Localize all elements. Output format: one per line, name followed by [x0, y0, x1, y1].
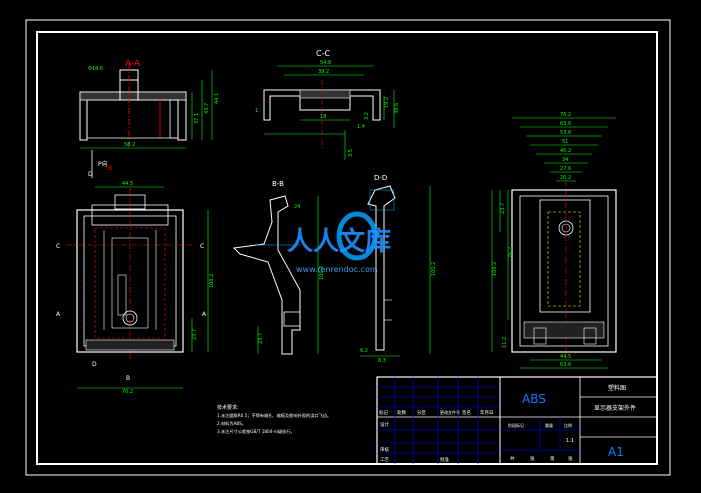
svg-text:39.2: 39.2 [318, 69, 329, 75]
svg-text:100.2: 100.2 [209, 274, 215, 288]
svg-text:D: D [88, 171, 93, 178]
svg-text:23.7: 23.7 [258, 333, 264, 344]
svg-text:100.2: 100.2 [319, 266, 325, 280]
svg-text:2.材料为ABS。: 2.材料为ABS。 [217, 420, 246, 427]
svg-text:8.3: 8.3 [378, 358, 386, 364]
svg-text:设计: 设计 [380, 421, 389, 428]
svg-text:1:1: 1:1 [566, 438, 574, 444]
svg-text:76.2: 76.2 [560, 112, 571, 118]
drawing-type: 塑料图 [608, 384, 626, 392]
svg-text:Φ18.6: Φ18.6 [88, 66, 103, 72]
svg-text:6.2: 6.2 [360, 348, 368, 354]
view-dd: D-D 100.2 6.2 8.3 [360, 174, 437, 364]
view-aa-title: A-A [125, 59, 141, 69]
svg-text:签名: 签名 [462, 409, 471, 416]
svg-text:3.5: 3.5 [348, 149, 354, 157]
svg-text:批准: 批准 [440, 456, 449, 463]
svg-text:43.7: 43.7 [204, 103, 210, 114]
view-cc-title: C-C [316, 49, 330, 58]
svg-text:B: B [108, 165, 112, 172]
view-bb-title: B-B [272, 180, 284, 188]
svg-text:1.未注圆角R0.5；不得有缩孔、缩痕及影响外观的浇口飞边。: 1.未注圆角R0.5；不得有缩孔、缩痕及影响外观的浇口飞边。 [217, 412, 331, 419]
svg-text:C: C [200, 243, 204, 250]
svg-text:51: 51 [562, 139, 568, 145]
view-front: P向 D 44.5 C C A A D B 70.2 B 100.2 23.7 [56, 150, 215, 395]
view-dd-title: D-D [374, 174, 387, 182]
svg-text:24: 24 [294, 204, 300, 210]
svg-text:63.6: 63.6 [560, 362, 571, 368]
svg-text:www.renrendoc.com: www.renrendoc.com [296, 265, 378, 274]
svg-text:重量: 重量 [545, 422, 553, 428]
svg-text:44.5: 44.5 [560, 354, 571, 360]
svg-text:技术要求:: 技术要求: [217, 404, 239, 411]
inner-border [36, 31, 658, 465]
svg-text:44.5: 44.5 [122, 181, 133, 187]
svg-text:审核: 审核 [380, 446, 389, 453]
svg-text:70.2: 70.2 [122, 389, 133, 395]
svg-text:标记: 标记 [379, 409, 388, 416]
svg-text:阶段标记: 阶段标记 [508, 422, 524, 428]
view-bb: B-B 24 100.2 23.7 [232, 180, 325, 355]
svg-text:A: A [202, 311, 207, 318]
svg-text:C: C [56, 243, 60, 250]
svg-text:张: 张 [568, 455, 573, 462]
svg-text:39.6: 39.6 [394, 103, 400, 114]
svg-text:1: 1 [255, 108, 258, 114]
view-right: 76.2 63.6 53.6 51 46.2 34 27.6 20.2 23.7… [491, 112, 617, 369]
svg-text:更改文件号: 更改文件号 [440, 409, 460, 415]
svg-text:比例: 比例 [564, 422, 572, 428]
svg-text:共: 共 [510, 455, 515, 462]
outer-border [25, 19, 671, 476]
watermark: 人人文库 www.renrendoc.com [287, 211, 391, 274]
svg-text:1.4: 1.4 [357, 124, 365, 130]
svg-text:46.2: 46.2 [560, 148, 571, 154]
part-name: 显示器支架外件 [594, 404, 636, 412]
svg-text:第: 第 [550, 455, 555, 462]
svg-text:工艺: 工艺 [380, 457, 389, 463]
svg-text:3.2: 3.2 [364, 112, 370, 120]
svg-text:63.6: 63.6 [560, 121, 571, 127]
svg-text:19.2: 19.2 [384, 97, 390, 108]
svg-text:11.2: 11.2 [502, 337, 508, 348]
svg-text:76.2: 76.2 [508, 247, 514, 258]
title-block: 标记 处数 分区 更改文件号 签名 年月日 设计 审核 工艺 批准 ABS 塑料… [376, 376, 658, 465]
svg-text:处数: 处数 [397, 409, 406, 416]
material-label: ABS [522, 392, 546, 406]
svg-text:23.7: 23.7 [192, 329, 198, 340]
svg-text:100.2: 100.2 [431, 262, 437, 276]
svg-text:53.6: 53.6 [560, 130, 571, 136]
svg-text:A: A [56, 311, 61, 318]
view-cc: C-C 54.8 39.2 18 3.5 19.2 39.6 3.2 1 1.4 [255, 49, 400, 160]
svg-text:人人文库: 人人文库 [287, 226, 391, 257]
svg-text:18: 18 [320, 114, 326, 120]
svg-text:44.1: 44.1 [214, 93, 220, 104]
svg-text:34: 34 [562, 157, 568, 163]
svg-text:23.7: 23.7 [500, 203, 506, 214]
svg-text:54.8: 54.8 [320, 60, 331, 66]
svg-text:37.1: 37.1 [194, 113, 200, 124]
svg-text:B: B [126, 375, 130, 382]
svg-text:P向: P向 [98, 160, 108, 168]
svg-text:20.2: 20.2 [560, 175, 571, 181]
svg-text:27.6: 27.6 [560, 166, 571, 172]
svg-text:D: D [92, 361, 97, 368]
svg-text:100.2: 100.2 [492, 262, 498, 276]
view-aa: A-A Φ18.6 58.2 37.1 43.7 44.1 [79, 59, 220, 149]
svg-text:张: 张 [530, 455, 535, 462]
svg-text:年月日: 年月日 [480, 409, 494, 416]
sheet-size: A1 [608, 445, 624, 459]
svg-text:58.2: 58.2 [124, 142, 135, 148]
svg-text:分区: 分区 [417, 409, 426, 416]
svg-text:3.未注尺寸公差按GB/T 1804-m级执行。: 3.未注尺寸公差按GB/T 1804-m级执行。 [217, 428, 295, 435]
technical-notes: 技术要求: 1.未注圆角R0.5；不得有缩孔、缩痕及影响外观的浇口飞边。 2.材… [217, 404, 331, 435]
